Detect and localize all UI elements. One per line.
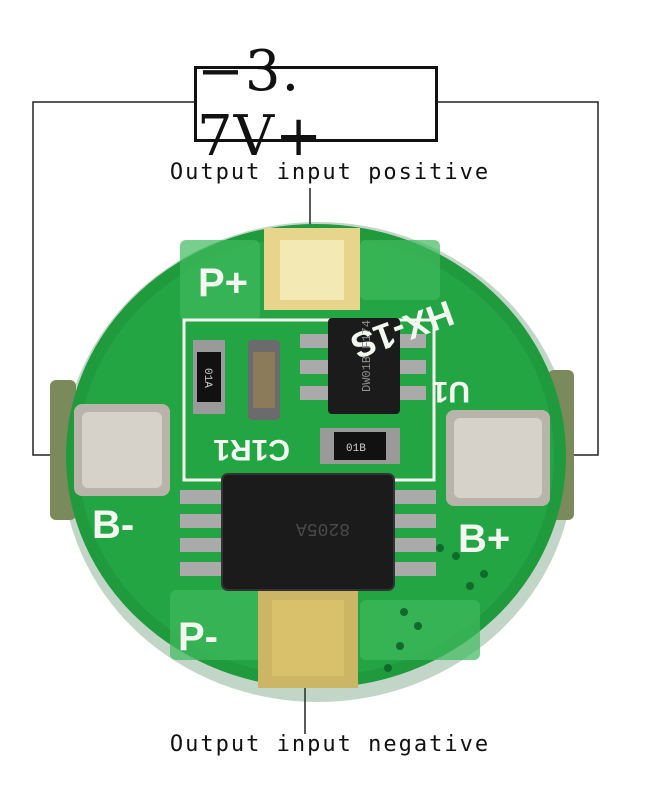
silk-u1: U1 [432, 375, 470, 408]
silk-b-minus: B- [92, 503, 134, 547]
protection-ic [300, 318, 426, 414]
caption-negative: Output input negative [169, 732, 491, 757]
silk-p-plus: P+ [198, 261, 248, 305]
voltage-label: −3. 7V+ [194, 39, 438, 169]
caption-positive: Output input positive [169, 160, 491, 185]
silk-c1r1: C1R1 [213, 433, 290, 466]
silk-p-minus: P- [178, 615, 218, 659]
resistor-marking: 01A [201, 368, 213, 388]
chip-large-marking: 8205A [296, 518, 350, 538]
cap-marking: 01B [346, 443, 366, 455]
chip-small-marking: DW01B F174 [360, 320, 374, 392]
silk-b-plus: B+ [458, 517, 510, 561]
mosfet-ic [180, 473, 436, 591]
